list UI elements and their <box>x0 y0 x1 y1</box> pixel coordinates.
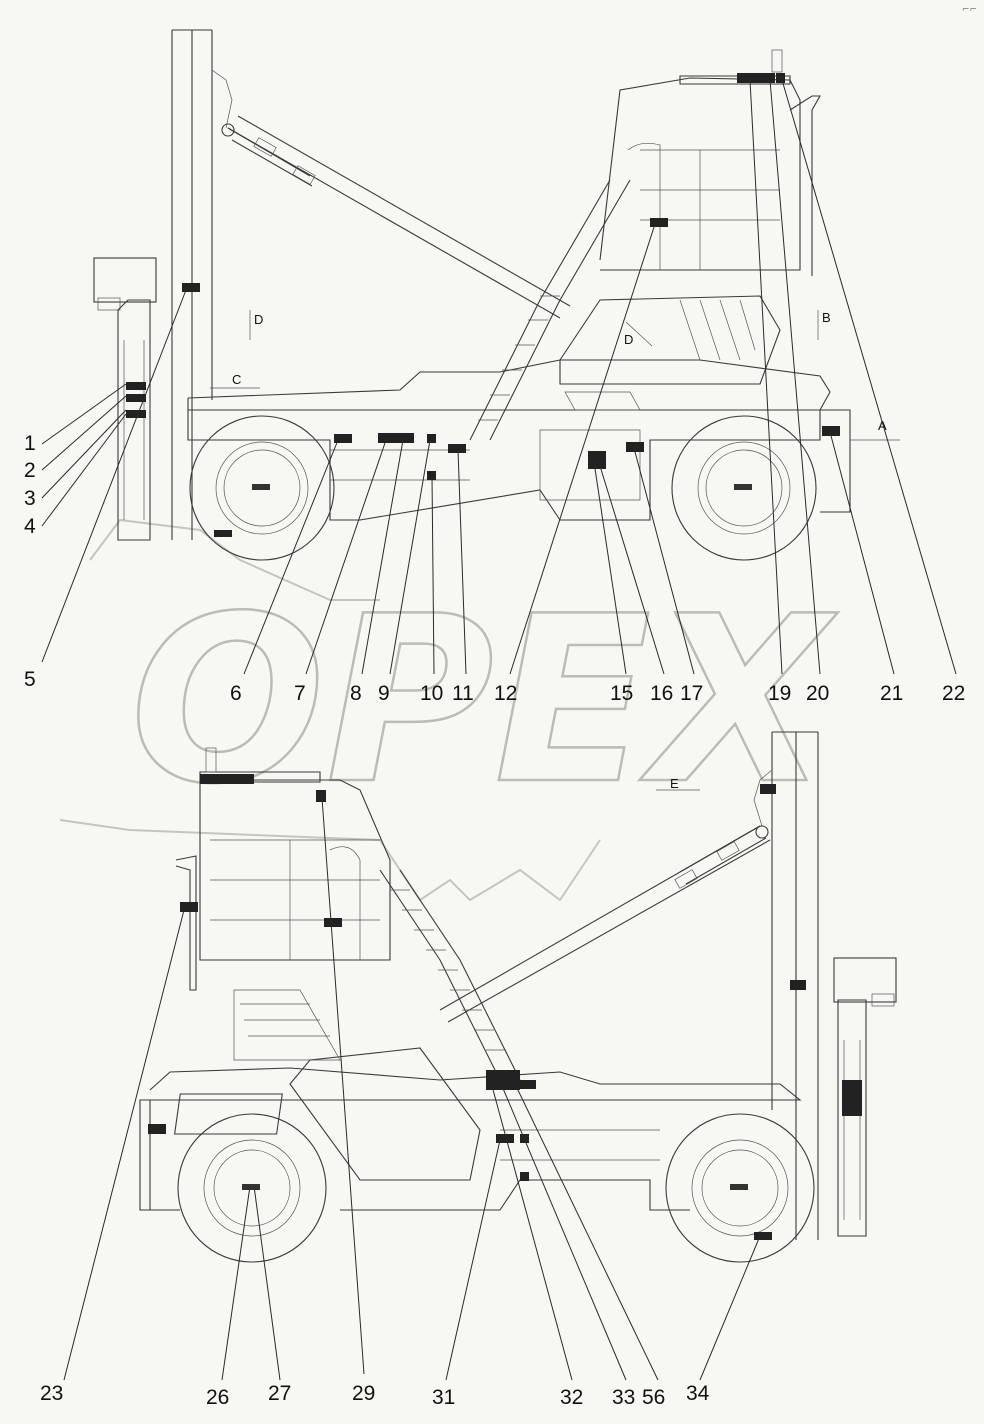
callout-15: 15 <box>610 682 633 705</box>
callout-56: 56 <box>642 1386 665 1409</box>
callout-12: 12 <box>494 682 517 705</box>
callout-17: 17 <box>680 682 703 705</box>
view-marker-e: E <box>670 776 679 791</box>
callout-21: 21 <box>880 682 903 705</box>
callout-34: 34 <box>686 1382 710 1405</box>
corner-mark: ⌐⌐ <box>962 5 977 15</box>
top-machine-drawing <box>93 29 900 561</box>
bottom-callouts: 23 26 27 29 31 32 33 56 34 <box>40 1382 710 1409</box>
callout-29: 29 <box>352 1382 375 1405</box>
svg-text:OPEX: OPEX <box>130 568 838 835</box>
callout-22: 22 <box>942 682 965 705</box>
view-marker-a: A <box>878 418 887 433</box>
callout-16: 16 <box>650 682 673 705</box>
callout-26: 26 <box>206 1386 229 1409</box>
callout-33: 33 <box>612 1386 635 1409</box>
view-marker-d-top: D <box>254 312 263 327</box>
callout-7: 7 <box>294 682 306 705</box>
callout-19: 19 <box>768 682 791 705</box>
view-marker-c: C <box>232 372 241 387</box>
callout-23: 23 <box>40 1382 63 1405</box>
top-decals <box>126 73 840 537</box>
bottom-leader-lines <box>63 797 761 1381</box>
callout-6: 6 <box>230 682 242 705</box>
callout-27: 27 <box>268 1382 291 1405</box>
callout-8: 8 <box>350 682 362 705</box>
callout-1: 1 <box>24 432 36 455</box>
callout-9: 9 <box>378 682 390 705</box>
callout-2: 2 <box>24 459 36 482</box>
bottom-decals <box>148 774 862 1240</box>
callout-32: 32 <box>560 1386 583 1409</box>
top-leader-lines <box>41 79 957 675</box>
view-marker-d-mid: D <box>624 332 633 347</box>
callout-20: 20 <box>806 682 829 705</box>
bottom-machine-drawing <box>139 731 897 1263</box>
top-callouts: 1 2 3 4 5 6 7 8 9 10 11 12 15 16 17 19 2… <box>24 432 965 705</box>
callout-10: 10 <box>420 682 443 705</box>
callout-11: 11 <box>452 682 474 705</box>
callout-3: 3 <box>24 487 36 510</box>
watermark: OPEX <box>59 518 839 902</box>
callout-31: 31 <box>432 1386 455 1409</box>
callout-4: 4 <box>24 515 36 538</box>
view-marker-b: B <box>822 310 831 325</box>
callout-5: 5 <box>24 668 36 691</box>
